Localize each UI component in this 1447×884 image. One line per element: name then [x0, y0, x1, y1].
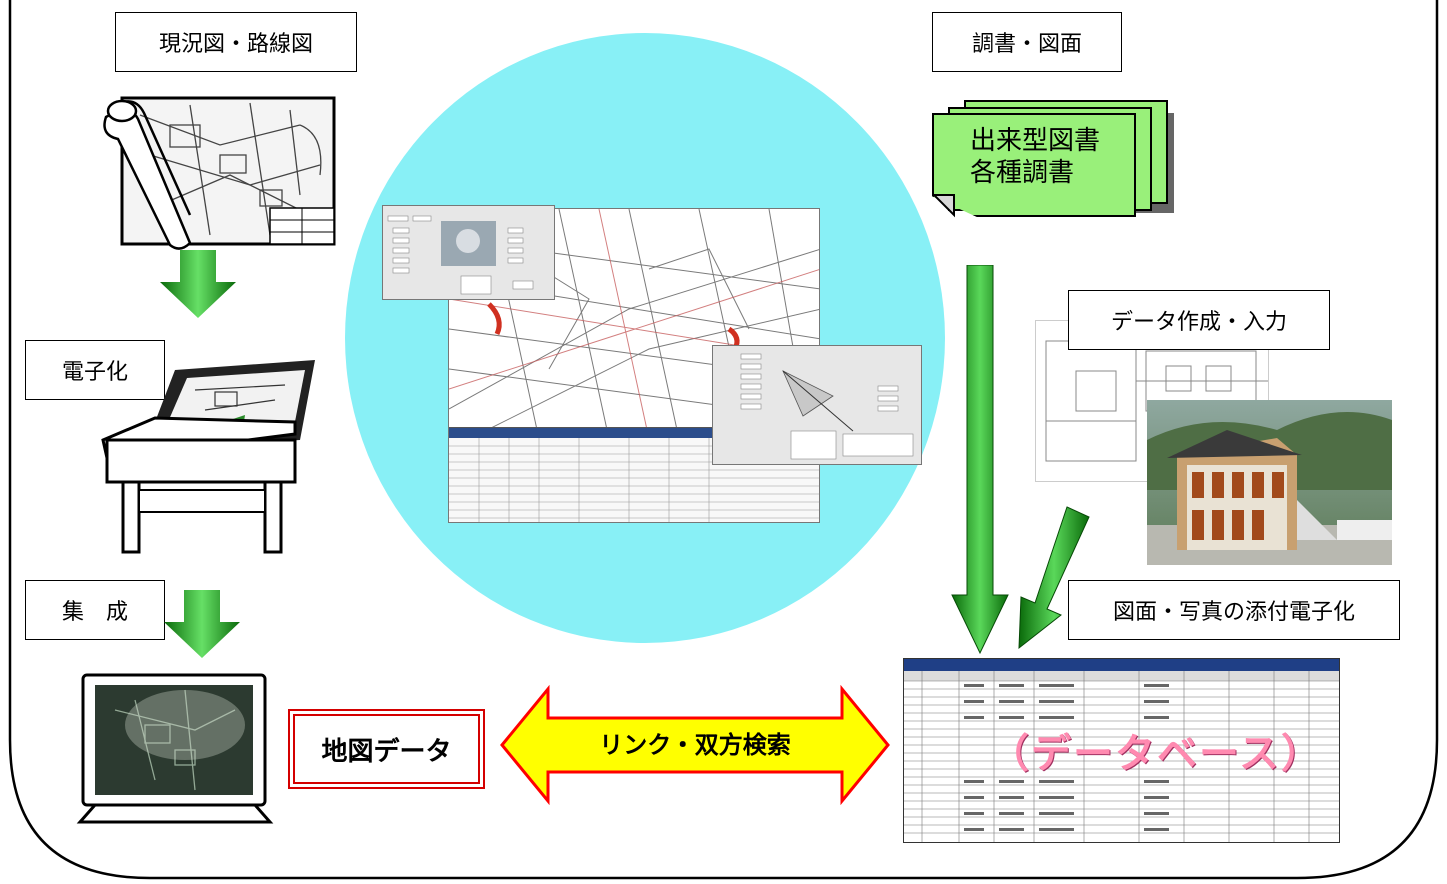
double-arrow-icon	[500, 685, 890, 805]
down-arrow-icon	[951, 265, 1009, 655]
blueprint-scroll-icon	[103, 96, 336, 250]
down-arrow-icon	[164, 590, 240, 658]
document-stack-icon: 出来型図書 各種調書	[932, 95, 1192, 225]
link-label: リンク・双方検索	[599, 731, 791, 759]
building-photo-icon	[1147, 400, 1392, 565]
data-entry-label: データ作成・入力	[1068, 290, 1330, 350]
map-data-box: 地図データ	[288, 709, 485, 789]
doc-line: 出来型図書	[970, 126, 1101, 156]
scanner-icon	[101, 360, 315, 554]
database-table: （データベース）	[903, 658, 1340, 843]
digitize-label: 電子化	[25, 340, 165, 400]
form-window	[712, 345, 922, 465]
documents-label: 調書・図面	[932, 12, 1122, 72]
integrate-label: 集 成	[25, 580, 165, 640]
attach-label: 図面・写真の添付電子化	[1068, 580, 1400, 640]
database-label: （データベース）	[989, 731, 1323, 777]
form-window	[382, 205, 555, 300]
current-map-label: 現況図・路線図	[115, 12, 357, 72]
monitor-icon	[76, 673, 274, 824]
doc-line: 各種調書	[970, 158, 1075, 188]
map-data-label: 地図データ	[321, 736, 452, 767]
down-arrow-icon	[160, 250, 236, 318]
diagonal-arrow-icon	[1018, 506, 1090, 650]
